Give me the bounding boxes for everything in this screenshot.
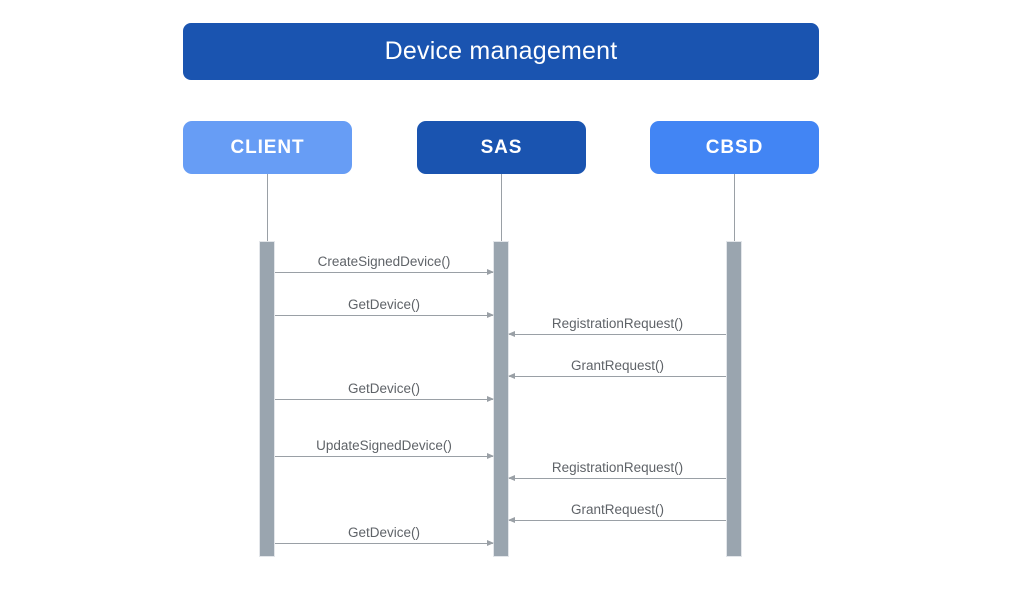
actor-label-client: CLIENT — [230, 137, 305, 158]
message-arrow-3[interactable]: RegistrationRequest() — [508, 316, 726, 337]
arrow-head-right-icon — [487, 395, 494, 402]
arrow-head-left-icon — [508, 474, 515, 481]
actor-header-client[interactable]: CLIENT — [183, 121, 352, 174]
message-label-2: GetDevice() — [347, 296, 420, 312]
message-arrow-7[interactable]: RegistrationRequest() — [508, 460, 726, 481]
arrow-head-right-icon — [487, 539, 494, 546]
message-arrow-4[interactable]: GrantRequest() — [508, 358, 726, 379]
message-label-4: GrantRequest() — [570, 357, 665, 373]
arrow-head-left-icon — [508, 330, 515, 337]
message-arrow-2[interactable]: GetDevice() — [275, 297, 494, 318]
message-label-6: UpdateSignedDevice() — [316, 437, 452, 453]
arrow-head-right-icon — [487, 311, 494, 318]
page-title: Device management — [384, 37, 618, 65]
activation-bar-sas — [493, 241, 509, 557]
message-label-7: RegistrationRequest() — [551, 459, 684, 475]
activation-bar-client — [259, 241, 275, 557]
message-arrow-9[interactable]: GetDevice() — [275, 525, 494, 546]
message-arrow-1[interactable]: CreateSignedDevice() — [275, 254, 494, 275]
arrow-head-left-icon — [508, 516, 515, 523]
actor-header-cbsd[interactable]: CBSD — [650, 121, 819, 174]
message-arrow-5[interactable]: GetDevice() — [275, 381, 494, 402]
activation-bar-cbsd — [726, 241, 742, 557]
message-label-3: RegistrationRequest() — [551, 315, 684, 331]
actor-label-cbsd: CBSD — [705, 137, 764, 158]
diagram-title-bar: Device management — [183, 23, 819, 80]
message-label-5: GetDevice() — [347, 380, 420, 396]
message-label-8: GrantRequest() — [570, 501, 665, 517]
message-arrow-8[interactable]: GrantRequest() — [508, 502, 726, 523]
arrow-head-right-icon — [487, 452, 494, 459]
actor-header-sas[interactable]: SAS — [417, 121, 586, 174]
message-arrow-6[interactable]: UpdateSignedDevice() — [275, 438, 494, 459]
arrow-head-left-icon — [508, 372, 515, 379]
arrow-head-right-icon — [487, 268, 494, 275]
message-label-9: GetDevice() — [347, 524, 420, 540]
actor-label-sas: SAS — [480, 137, 523, 158]
message-label-1: CreateSignedDevice() — [317, 253, 451, 269]
